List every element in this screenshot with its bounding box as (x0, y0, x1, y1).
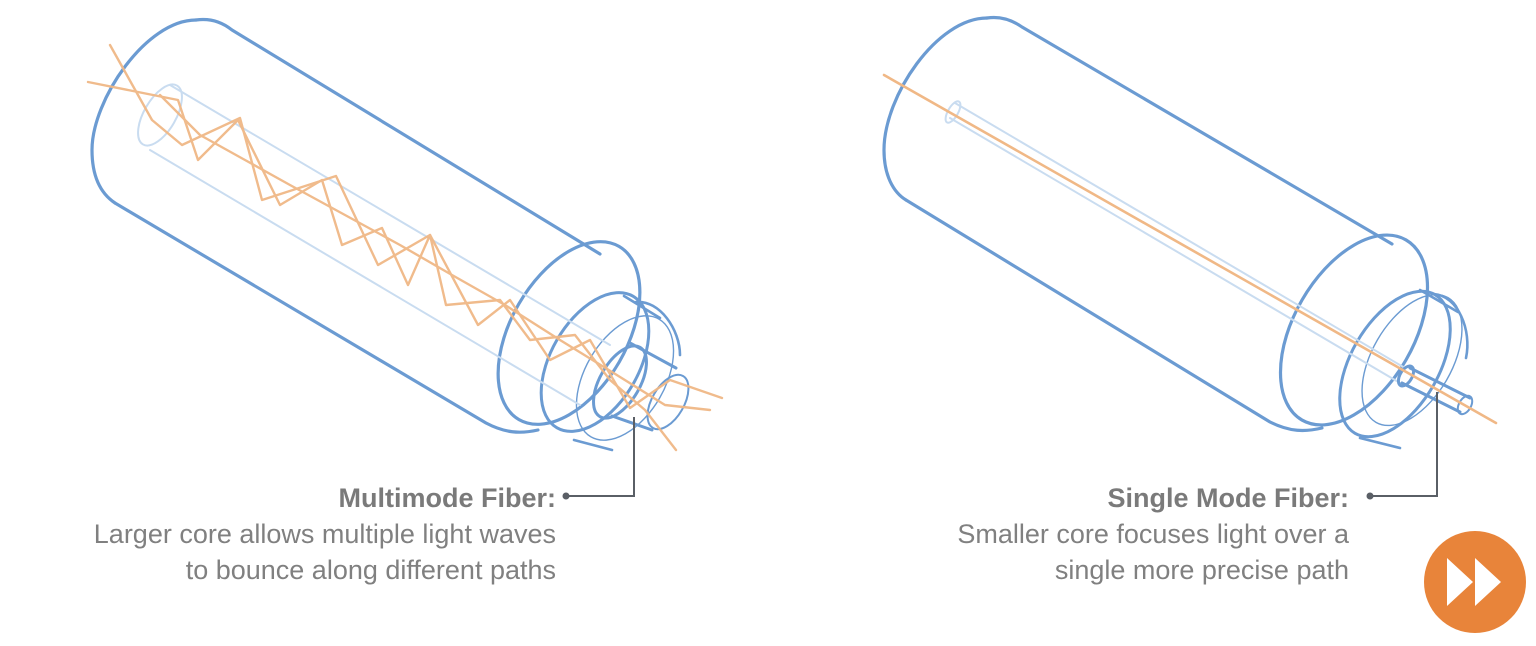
singlemode-leader-line (1366, 392, 1438, 500)
singlemode-description-line1: Smaller core focuses light over a (957, 519, 1349, 549)
singlemode-light-ray (882, 73, 1498, 425)
multimode-title: Multimode Fiber: (338, 483, 557, 513)
singlemode-fiber-illustration (882, 15, 1498, 450)
multimode-description-line1: Larger core allows multiple light waves (93, 519, 556, 549)
singlemode-title: Single Mode Fiber: (1107, 483, 1349, 513)
multimode-light-rays (86, 43, 724, 452)
fast-forward-icon (1424, 531, 1526, 633)
multimode-description-line2: to bounce along different paths (185, 555, 556, 585)
multimode-jacket (90, 17, 642, 434)
multimode-fiber-illustration (86, 17, 724, 452)
singlemode-core-tube (944, 100, 1474, 416)
singlemode-jacket (882, 15, 1430, 433)
singlemode-description-line2: single more precise path (1054, 555, 1349, 585)
singlemode-caption: Single Mode Fiber: Smaller core focuses … (957, 480, 1349, 588)
next-button[interactable] (1423, 530, 1527, 634)
multimode-caption: Multimode Fiber: Larger core allows mult… (94, 480, 556, 588)
multimode-leader-line (562, 417, 635, 500)
